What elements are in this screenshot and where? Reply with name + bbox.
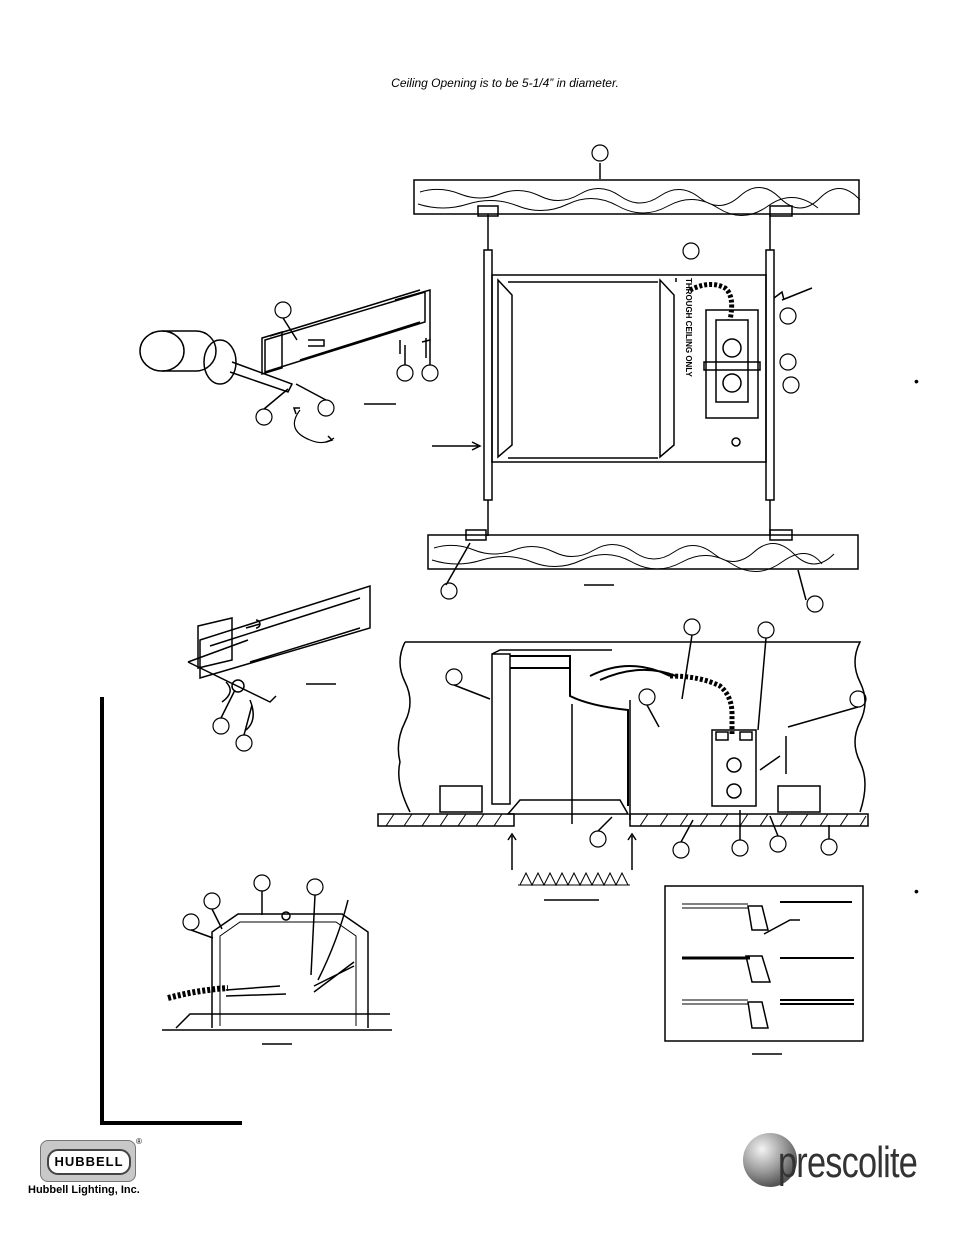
callout-14 bbox=[235, 734, 253, 752]
right-hanger-bar bbox=[765, 249, 775, 501]
callout-23 bbox=[769, 835, 787, 853]
hubbell-logo-text: HUBBELL bbox=[47, 1149, 131, 1175]
wire-connection-box bbox=[664, 885, 864, 1055]
callout-4 bbox=[779, 353, 797, 371]
frame-label: THROUGH CEILING ONLY bbox=[684, 278, 693, 377]
callout-27 bbox=[306, 878, 324, 896]
callout-7 bbox=[806, 595, 824, 613]
callout-8 bbox=[274, 301, 292, 319]
callout-24 bbox=[820, 838, 838, 856]
side-section-view bbox=[377, 634, 869, 901]
callout-15 bbox=[683, 618, 701, 636]
side-junction-box bbox=[711, 729, 757, 807]
left-outlet-box bbox=[439, 785, 483, 813]
mounting-frame bbox=[491, 274, 767, 463]
hanger-bar-hammer-detail bbox=[139, 289, 431, 444]
hanger-clip-bl bbox=[465, 529, 487, 541]
hanger-clip-tl bbox=[477, 205, 499, 217]
flex-conduit bbox=[688, 282, 735, 321]
hanger-bar-detail-2 bbox=[187, 584, 371, 736]
prescolite-sphere-icon bbox=[743, 1133, 797, 1187]
trim-ring bbox=[506, 799, 630, 815]
callout-12 bbox=[317, 399, 335, 417]
callout-20 bbox=[589, 830, 607, 848]
hubbell-company-name: Hubbell Lighting, Inc. bbox=[28, 1184, 140, 1196]
plan-view: THROUGH CEILING ONLY bbox=[413, 163, 861, 601]
bullet-2: • bbox=[914, 883, 919, 899]
ceiling-opening-caption: Ceiling Opening is to be 5-1/4” in diame… bbox=[391, 76, 619, 90]
registered-mark: ® bbox=[136, 1137, 142, 1146]
callout-3 bbox=[779, 307, 797, 325]
callout-6 bbox=[440, 582, 458, 600]
callout-1 bbox=[591, 144, 609, 162]
hanger-clip-tr bbox=[769, 205, 793, 217]
prescolite-logo-text: prescolite bbox=[778, 1138, 918, 1187]
hanger-clip-br bbox=[769, 529, 793, 541]
callout-11 bbox=[255, 408, 273, 426]
outlet-top bbox=[722, 338, 742, 358]
outlet-bottom bbox=[722, 373, 742, 393]
bullet-1: • bbox=[914, 373, 919, 389]
callout-10 bbox=[421, 364, 439, 382]
left-bracket-bar bbox=[100, 697, 242, 1125]
callout-22 bbox=[731, 839, 749, 857]
junction-box-section bbox=[162, 891, 392, 1045]
lower-joist bbox=[427, 534, 859, 570]
callout-21 bbox=[672, 841, 690, 859]
callout-13 bbox=[212, 717, 230, 735]
callout-17 bbox=[445, 668, 463, 686]
callout-2 bbox=[682, 242, 700, 260]
armored-cable bbox=[167, 985, 229, 1001]
callout-28 bbox=[182, 913, 200, 931]
hubbell-logo: HUBBELL bbox=[40, 1140, 136, 1182]
callout-9 bbox=[396, 364, 414, 382]
receptacle bbox=[715, 319, 749, 403]
callout-25 bbox=[203, 892, 221, 910]
ceiling-board bbox=[377, 813, 869, 827]
upper-joist bbox=[413, 179, 860, 215]
callout-18 bbox=[638, 688, 656, 706]
callout-5 bbox=[782, 376, 800, 394]
callouts bbox=[182, 144, 867, 931]
wire-nuts bbox=[745, 905, 772, 1029]
callout-26 bbox=[253, 874, 271, 892]
left-hanger-bar bbox=[483, 249, 493, 501]
callout-16 bbox=[757, 621, 775, 639]
right-outlet-box bbox=[777, 785, 821, 813]
